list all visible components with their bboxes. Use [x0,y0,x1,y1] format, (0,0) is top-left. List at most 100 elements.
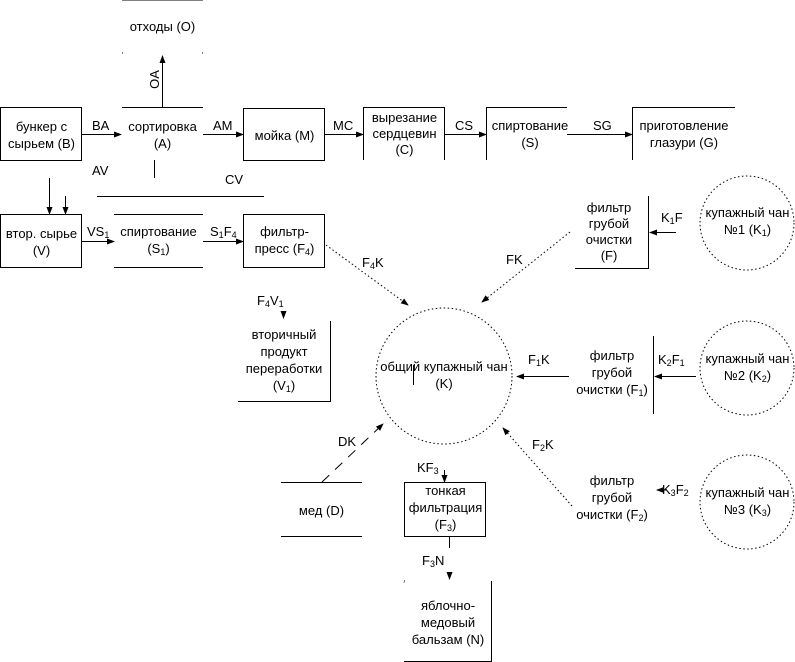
node-F-label-4: (F) [600,248,618,263]
node-K-circle [375,307,513,445]
node-F1-label-2: грубой [591,364,633,380]
edge-K1F-label: K1F [661,210,683,226]
edge-K3F2-label: K3F2 [662,482,689,498]
node-G-label-1: приготовление [639,118,729,133]
node-F: фильтр грубой очистки (F) [570,196,648,268]
node-G-box [632,107,735,160]
edge-BA-label: BA [92,118,110,133]
node-V: втор. сырье (V) [1,215,82,268]
node-F3: тонкая фильтрация (F3) [405,482,486,537]
edge-KF3-label: KF3 [417,460,439,476]
edge-F3N-label: F3N [422,553,445,569]
node-S: спиртование (S) [486,108,574,160]
node-K1-label-2: №1 (K1) [723,222,772,238]
edge-CS-label: CS [455,118,474,133]
node-S-label-2: (S) [521,135,539,150]
edge-AM-label: AM [213,118,233,133]
node-S-label-1: спиртование [491,118,569,133]
edge-AV-label: AV [92,163,109,178]
edge-CV-label: CV [225,172,244,187]
node-N: яблочно- медовый бальзам (N) [404,582,492,662]
node-K3: купажный чан №3 (K3) [700,480,795,526]
edge-MC-label: MC [333,118,354,133]
edge-K2F1-label: K2F1 [658,352,685,368]
node-B-label-2: сырьем (B) [8,135,75,151]
node-B: бункер с сырьем (B) [1,108,82,161]
node-S-box [486,107,567,160]
node-C: вырезание сердцевин (C) [364,106,445,162]
node-F3-label-3: (F3) [434,517,457,533]
node-F3-label-1: тонкая [425,483,466,498]
node-V1-label-2: продукт [260,344,308,359]
edge-F4K-arrow [325,244,409,306]
node-K: общий купажный чан (K) [374,352,514,398]
node-B-box [0,107,82,161]
node-K2-circle [699,320,795,416]
node-V-label-2: (V) [32,242,51,258]
edge-FK-label: FK [506,252,523,267]
node-V1: вторичный продукт переработки (V1) [238,322,330,402]
node-D: мед (D) [281,483,362,537]
node-O-label: отходы (O) [129,19,196,34]
node-V1-label-1: вторичный [251,327,317,342]
node-K1: купажный чан №1 (K1) [700,200,795,246]
node-F-box [575,196,649,269]
edge-DK-arrow [321,423,384,483]
node-K3-label-1: купажный чан [705,485,790,500]
node-G: приготовление глазури (G) [632,108,736,160]
edge-DK-label: DK [338,434,357,449]
node-F4-label-2: пресс (F4) [254,240,315,257]
node-F2-label-1: фильтр [589,472,635,488]
node-S1-label-2: (S1) [147,240,170,257]
node-C-label-1: вырезание [371,110,438,125]
node-A-label-2: (A) [153,135,172,151]
edge-S1F4-label: S1F4 [210,224,237,240]
node-F4: фильтр- пресс (F4) [244,215,325,268]
node-F1: фильтр грубой очистки (F1) [570,345,654,403]
node-V1-label-3: переработки [245,361,323,376]
node-V-label-1: втор. сырье [5,225,78,241]
node-C-label-3: (C) [395,142,414,157]
node-F1-label-1: фильтр [589,347,635,363]
node-F2-label-2: грубой [591,489,633,505]
node-F2-label-3: очистки (F2) [576,506,648,523]
node-K2: купажный чан №2 (K2) [700,346,795,392]
edge-F2K-label: F2K [532,437,554,453]
node-G-label-2: глазури (G) [649,135,719,150]
node-A: сортировка (A) [122,108,203,161]
node-M-label: мойка (M) [254,127,315,143]
node-N-label-2: медовый [420,614,476,630]
node-F-label-3: очистки [585,232,633,247]
node-K2-label-1: купажный чан [705,351,790,366]
node-K3-circle [699,454,795,550]
node-A-label-1: сортировка [128,118,197,134]
edge-FK-arrow [481,231,571,303]
node-S1-label-1: спиртование [120,223,197,239]
node-V-box [0,214,82,268]
edge-F2K-arrow [502,427,573,507]
node-F4-label-1: фильтр- [260,223,309,239]
node-B-label-1: бункер с [15,118,68,134]
node-C-label-2: сердцевин [372,126,437,141]
node-N-label-3: бальзам (N) [411,631,485,647]
node-K3-label-2: №3 (K3) [723,502,772,518]
node-F2: фильтр грубой очистки (F2) [570,470,654,528]
node-M: мойка (M) [244,109,325,161]
node-K-label-2: (K) [435,376,453,391]
node-K2-label-2: №2 (K2) [723,368,772,384]
node-K1-circle [699,175,795,271]
edge-VS1-label: VS1 [87,224,110,240]
edge-F1K-label: F1K [528,352,550,368]
node-S1: спиртование (S1) [114,215,203,268]
edge-SG-label: SG [593,118,612,133]
node-K-label-1: общий купажный чан [380,359,508,374]
node-D-label: мед (D) [298,502,345,518]
node-F1-label-3: очистки (F1) [576,381,648,398]
edge-OA-label: OA [146,70,162,89]
node-V1-box [238,321,331,402]
node-N-label-1: яблочно- [420,597,476,613]
node-F3-label-2: фильтрация [408,500,483,515]
node-K1-label-1: купажный чан [705,205,790,220]
edge-F4V1-label: F4V1 [257,293,284,309]
